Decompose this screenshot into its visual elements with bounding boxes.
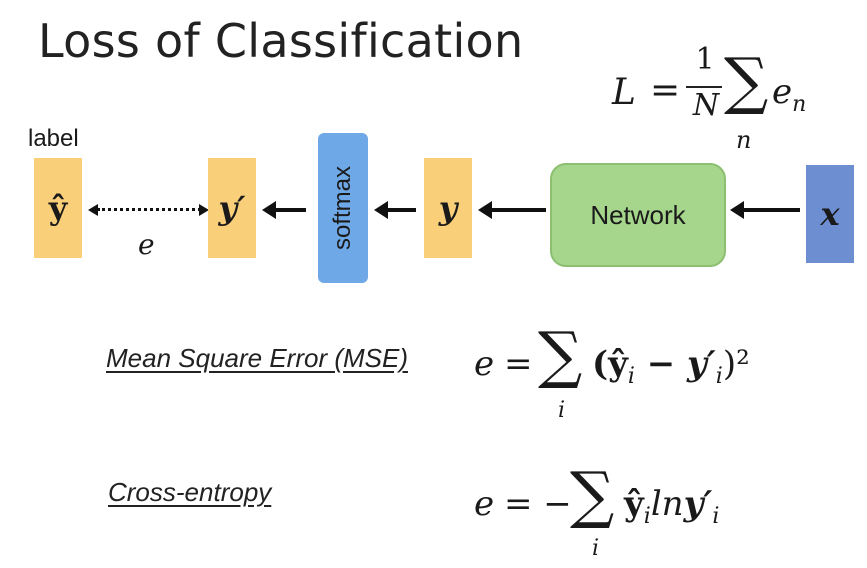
mse-body: (ŷi − y′i)² — [592, 344, 750, 389]
formula-equals: = — [650, 70, 681, 111]
ce-body-yhat: ŷ — [624, 484, 644, 524]
ce-lhs: e — [474, 484, 495, 524]
fraction-denominator: N — [692, 88, 720, 123]
cross-entropy-formula: e = − ∑ i ŷilny′i — [474, 460, 774, 565]
page-title: Loss of Classification — [38, 14, 524, 68]
mse-body-sub2: i — [715, 363, 723, 389]
y-box: y — [424, 158, 472, 258]
mse-body-yhat: (ŷ — [592, 344, 628, 384]
arrow-head-softmax-to-yprime — [262, 201, 276, 219]
x-symbol: x — [820, 195, 840, 233]
arrow-y-to-softmax — [386, 208, 416, 212]
softmax-box: softmax — [318, 133, 368, 283]
arrow-softmax-to-yprime — [274, 208, 306, 212]
network-box: Network — [550, 163, 726, 267]
y-hat-symbol: ŷ — [48, 189, 68, 227]
cross-entropy-loss-name: Cross-entropy — [108, 477, 272, 507]
arrow-network-to-y — [490, 208, 546, 212]
mse-sum-index: i — [558, 398, 566, 423]
mse-body-sub1: i — [627, 363, 635, 389]
softmax-label: softmax — [329, 165, 356, 251]
mse-formula: e = ∑ i (ŷi − y′i)² — [474, 318, 774, 428]
dotted-arrow-right-head — [199, 204, 209, 216]
label-caption: label — [28, 125, 79, 152]
distance-label: e — [138, 228, 155, 261]
sum-term-sub: n — [792, 91, 807, 117]
dotted-arrow-line — [97, 208, 201, 211]
ce-equals: = − — [504, 484, 572, 524]
ce-body: ŷilny′i — [624, 484, 719, 529]
ce-body-sub2: i — [712, 503, 720, 529]
ce-sum-index: i — [592, 536, 600, 561]
total-loss-formula: L = 1 N ∑ en n — [612, 42, 852, 154]
ce-body-sub1: i — [643, 503, 651, 529]
arrow-head-y-to-softmax — [374, 201, 388, 219]
sum-symbol: ∑ — [724, 44, 769, 117]
network-label: Network — [590, 199, 686, 230]
mse-body-mid: − y′ — [634, 344, 716, 384]
arrow-head-x-to-network — [730, 201, 744, 219]
mse-lhs: e — [474, 344, 495, 384]
fraction-bar — [686, 86, 722, 88]
fraction-numerator: 1 — [695, 42, 715, 77]
y-symbol: y — [438, 189, 458, 227]
mse-equals: = — [504, 344, 533, 384]
label-box: ŷ — [34, 158, 82, 258]
y-prime-symbol: y′ — [218, 189, 246, 227]
ce-body-ln: ln — [650, 484, 684, 524]
y-prime-box: y′ — [208, 158, 256, 258]
sum-index: n — [736, 126, 752, 154]
mse-body-end: )² — [722, 344, 750, 384]
input-box: x — [806, 165, 854, 263]
mse-loss-name: Mean Square Error (MSE) — [106, 343, 408, 373]
ce-sum-symbol: ∑ — [570, 458, 615, 531]
ce-body-yprime: y′ — [683, 484, 713, 524]
sum-term-e: e — [772, 72, 793, 112]
arrow-x-to-network — [742, 208, 800, 212]
mse-sum-symbol: ∑ — [538, 318, 583, 391]
dotted-arrow-left-head — [88, 204, 98, 216]
sum-term: en — [772, 72, 806, 117]
arrow-head-network-to-y — [478, 201, 492, 219]
formula-lhs: L — [612, 72, 636, 113]
